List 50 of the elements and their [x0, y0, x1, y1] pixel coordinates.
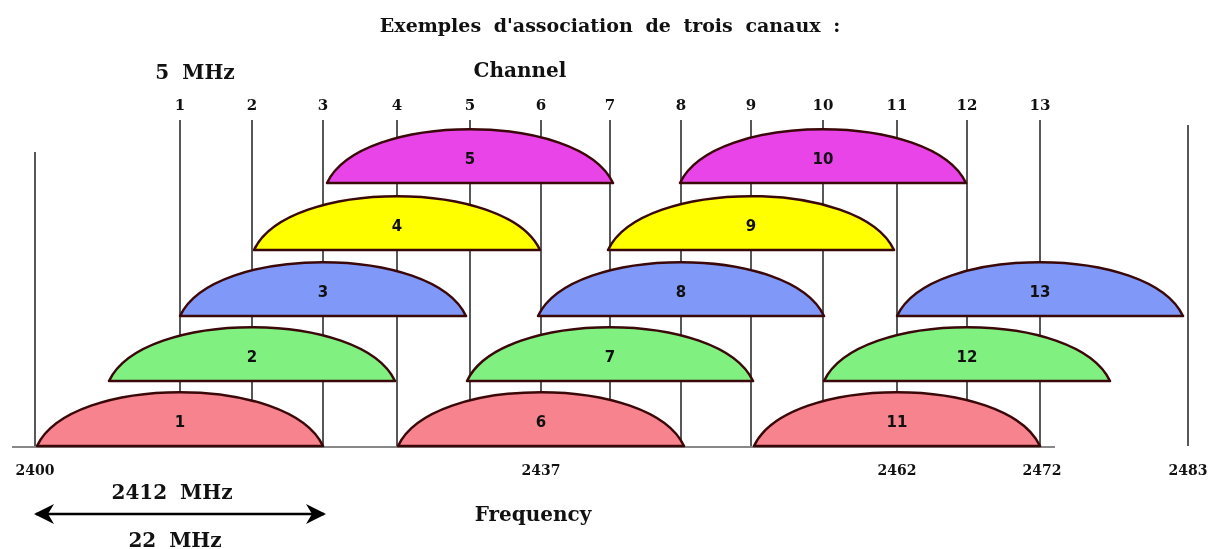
- channel-band: [753, 392, 1041, 447]
- channel-number: 11: [886, 412, 908, 431]
- channel-number: 2: [246, 96, 258, 114]
- channel-number: 12: [956, 96, 978, 114]
- channel-number: 13: [1029, 96, 1051, 114]
- channel-band: [537, 262, 825, 317]
- channel-band: [896, 262, 1184, 317]
- dimension-label: 22 MHz: [128, 528, 222, 549]
- channel-band: [36, 392, 324, 447]
- channel-number: 12: [956, 347, 978, 366]
- channel-number: 1: [174, 412, 186, 431]
- channel-band: [326, 129, 614, 184]
- channel-band: [466, 327, 754, 382]
- dimension-label: 2412 MHz: [111, 480, 233, 504]
- channel-number: 3: [317, 282, 329, 301]
- channel-band: [679, 129, 967, 184]
- channel-number: 4: [391, 96, 403, 114]
- channel-number: 5: [464, 149, 476, 168]
- tick-label: 2400: [15, 462, 55, 478]
- channel-number: 9: [745, 216, 757, 235]
- tick-label: 2472: [1022, 462, 1062, 478]
- channel-band: [823, 327, 1111, 382]
- channel-number: 11: [886, 96, 908, 114]
- channel-band: [607, 196, 895, 251]
- channel-number: 1: [174, 96, 186, 114]
- channel-number: 3: [317, 96, 329, 114]
- channel-number: 8: [675, 282, 687, 301]
- channel-band: [179, 262, 467, 317]
- channel-band: [397, 392, 685, 447]
- tick-label: 2437: [521, 462, 561, 478]
- tick-label: 2462: [877, 462, 917, 478]
- channel-number: 7: [604, 96, 616, 114]
- channel-number: 4: [391, 216, 403, 235]
- channel-band: [253, 196, 541, 251]
- channel-number: 6: [535, 96, 547, 114]
- axis-title: Frequency: [474, 502, 592, 526]
- channel-number: 5: [464, 96, 476, 114]
- channel-number: 9: [745, 96, 757, 114]
- channel-number: 10: [812, 96, 834, 114]
- channel-number: 10: [812, 149, 834, 168]
- channel-number: 6: [535, 412, 547, 431]
- channel-band: [108, 327, 396, 382]
- channel-number: 13: [1029, 282, 1051, 301]
- axis-title: Channel: [473, 58, 567, 82]
- channel-number: 8: [675, 96, 687, 114]
- channel-number: 2: [246, 347, 258, 366]
- unit-label: 5 MHz: [155, 60, 235, 84]
- channel-number: 7: [604, 347, 616, 366]
- title: Exemples d'association de trois canaux :: [379, 14, 841, 36]
- tick-label: 2483: [1168, 462, 1208, 478]
